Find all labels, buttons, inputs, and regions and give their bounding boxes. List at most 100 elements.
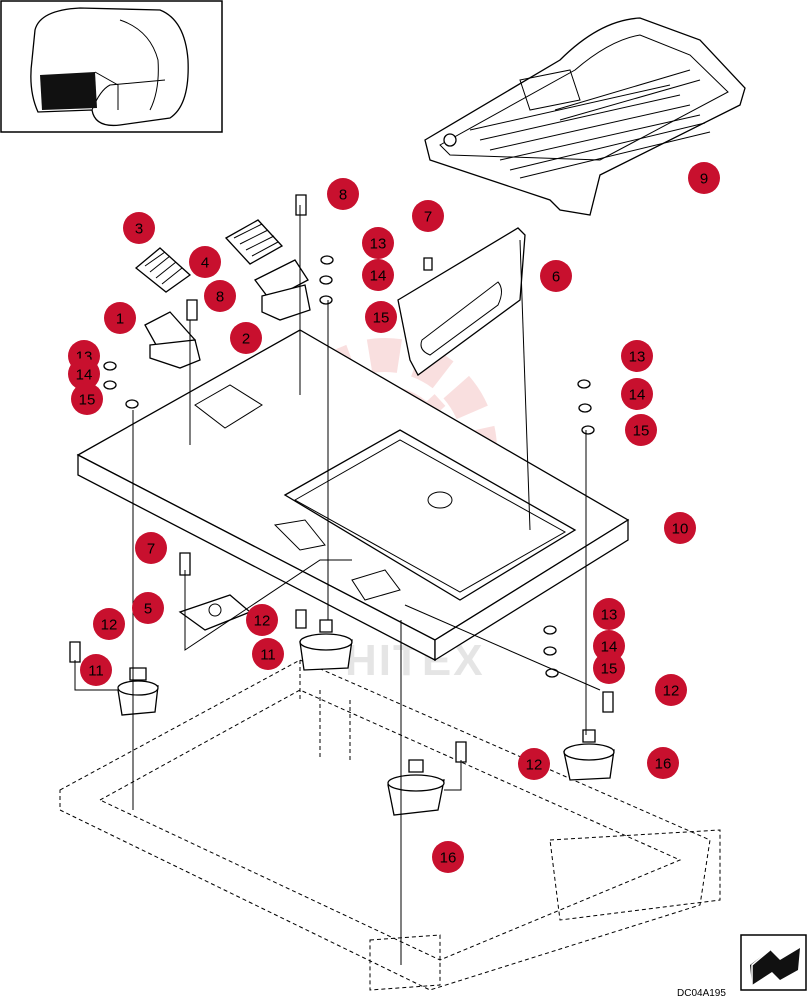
callout-11: 11 [80, 654, 112, 686]
callout-label: 2 [242, 331, 250, 348]
callout-2: 2 [230, 322, 262, 354]
callout-circle [68, 358, 100, 390]
callout-label: 13 [629, 349, 646, 366]
callout-12: 12 [246, 604, 278, 636]
pedal-2 [254, 259, 311, 321]
callout-label: 13 [601, 607, 618, 624]
callout-7: 7 [412, 200, 444, 232]
mount-11-center [299, 619, 353, 671]
callout-label: 12 [254, 613, 271, 630]
callout-14: 14 [593, 630, 625, 662]
callout-circle [593, 652, 625, 684]
callout-circle [246, 604, 278, 636]
callout-14: 14 [362, 259, 394, 291]
callout-label: 7 [424, 209, 432, 226]
callout-circle [230, 322, 262, 354]
bracket-6 [397, 227, 526, 376]
callout-15: 15 [71, 383, 103, 415]
drawing-code: DC04A195 [677, 988, 726, 999]
callout-circle [593, 630, 625, 662]
mount-11-left [117, 667, 159, 716]
callout-12: 12 [655, 674, 687, 706]
callout-circle [625, 414, 657, 446]
floor-plate [76, 329, 630, 662]
callout-label: 16 [655, 756, 672, 773]
callout-circle [135, 532, 167, 564]
pedal-3 [134, 247, 192, 293]
callout-circle [362, 259, 394, 291]
callout-12: 12 [93, 608, 125, 640]
callout-label: 7 [147, 541, 155, 558]
callout-label: 8 [216, 289, 224, 306]
pedal-1 [144, 311, 201, 369]
callout-circle [252, 638, 284, 670]
pedal-4 [224, 219, 284, 265]
callout-label: 12 [526, 757, 543, 774]
callout-label: 5 [144, 601, 152, 618]
callout-6: 6 [540, 260, 572, 292]
callout-circle [71, 383, 103, 415]
callout-8: 8 [204, 280, 236, 312]
callout-label: 9 [700, 171, 708, 188]
callout-circle [518, 748, 550, 780]
callout-label: 6 [552, 269, 560, 286]
callout-4: 4 [189, 246, 221, 278]
callout-11: 11 [252, 638, 284, 670]
callout-10: 10 [664, 512, 696, 544]
callout-label: 16 [440, 850, 457, 867]
callout-label: 14 [629, 387, 646, 404]
callout-circle [327, 178, 359, 210]
mount-16-right [563, 729, 615, 781]
callout-5: 5 [132, 592, 164, 624]
callout-15: 15 [365, 301, 397, 333]
callout-circle [540, 260, 572, 292]
callout-7: 7 [135, 532, 167, 564]
callout-label: 11 [260, 647, 276, 664]
callout-circle [189, 246, 221, 278]
callout-label: 3 [135, 221, 143, 238]
callout-circle [647, 747, 679, 779]
callout-circle [104, 302, 136, 334]
callout-circle [365, 301, 397, 333]
callout-circle [412, 200, 444, 232]
callout-14: 14 [621, 378, 653, 410]
callout-12: 12 [518, 748, 550, 780]
callout-label: 14 [76, 367, 93, 384]
callout-label: 10 [672, 521, 689, 538]
callout-16: 16 [647, 747, 679, 779]
base-frame [59, 659, 721, 991]
callout-label: 1 [116, 311, 124, 328]
bolts-and-washers [69, 194, 614, 763]
callout-label: 15 [79, 392, 96, 409]
callout-9: 9 [688, 162, 720, 194]
callout-15: 15 [625, 414, 657, 446]
callout-circle [621, 378, 653, 410]
callout-13: 13 [362, 227, 394, 259]
callout-label: 11 [88, 663, 104, 680]
callout-circle [123, 212, 155, 244]
floor-mat [424, 17, 746, 216]
callout-circle [93, 608, 125, 640]
callout-1: 1 [104, 302, 136, 334]
callout-3: 3 [123, 212, 155, 244]
callout-circle [688, 162, 720, 194]
view-orientation-icon [740, 934, 807, 991]
mount-16-front [387, 759, 445, 816]
callout-14: 14 [68, 358, 100, 390]
callout-13: 13 [621, 340, 653, 372]
callout-circle [655, 674, 687, 706]
plate-5 [178, 594, 252, 631]
callout-circle [132, 592, 164, 624]
callout-label: 14 [370, 268, 387, 285]
callout-label: 4 [201, 255, 209, 272]
callout-label: 12 [101, 617, 118, 634]
callout-circle [432, 841, 464, 873]
callout-circle [621, 340, 653, 372]
callout-circle [80, 654, 112, 686]
callout-label: 15 [601, 661, 618, 678]
callout-13: 13 [593, 598, 625, 630]
callout-label: 8 [339, 187, 347, 204]
callout-circle [362, 227, 394, 259]
